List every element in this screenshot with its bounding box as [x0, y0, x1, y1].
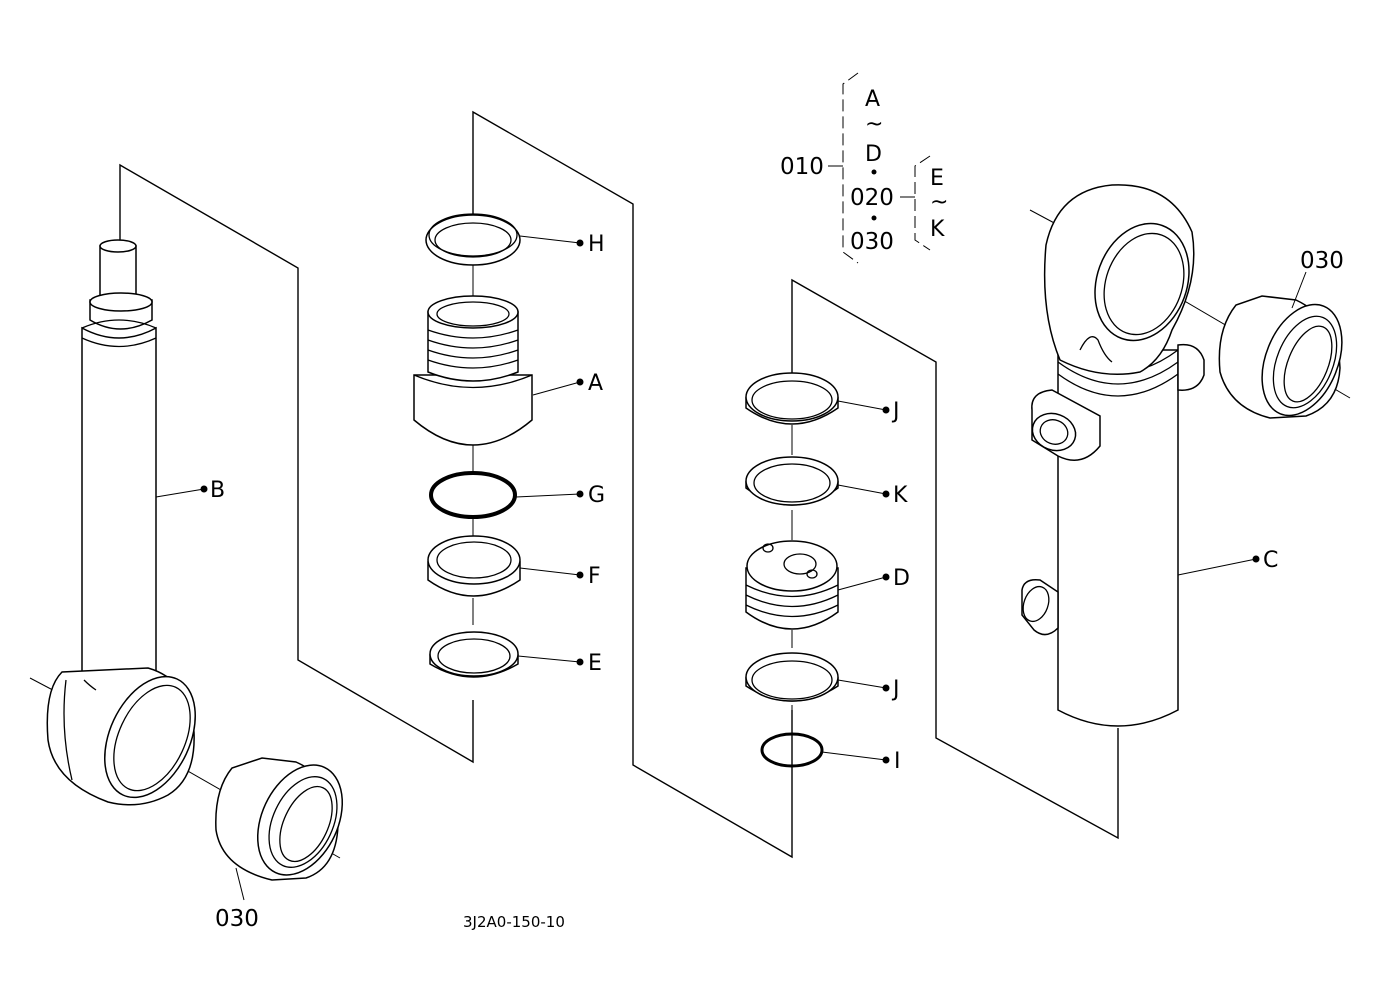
part-d-piston — [745, 540, 839, 630]
part-c-cylinder-tube — [1021, 184, 1205, 727]
legend-range-2: ~ — [930, 190, 948, 215]
legend-d: D — [865, 142, 882, 167]
label-020: 020 — [850, 185, 894, 211]
part-a-gland — [413, 295, 533, 446]
part-b-piston-rod — [46, 239, 196, 806]
label-b: B — [210, 478, 225, 503]
legend-range-1: ~ — [865, 112, 883, 137]
part-k-ring — [745, 456, 839, 506]
part-j-ring-lower — [745, 652, 839, 702]
part-f-ring — [427, 535, 521, 597]
part-j-ring-upper — [745, 372, 839, 425]
label-j-lower: J — [891, 677, 900, 702]
label-010: 010 — [780, 154, 824, 180]
label-j-upper: J — [891, 399, 900, 424]
drawing-code: 3J2A0-150-10 — [463, 913, 565, 931]
legend-a: A — [865, 87, 880, 112]
label-i: I — [894, 749, 901, 774]
label-030-lower: 030 — [215, 906, 259, 932]
label-g: G — [588, 483, 605, 508]
label-f: F — [588, 564, 601, 589]
label-030-legend: 030 — [850, 229, 894, 255]
bushing-030-lower — [215, 757, 344, 881]
label-e: E — [588, 651, 602, 676]
label-c: C — [1263, 548, 1278, 573]
assembly-legend: 010 A ~ D 020 030 E ~ K — [780, 72, 948, 264]
leader-lines — [155, 235, 1307, 901]
part-g-oring — [429, 471, 517, 519]
part-labels: H A G F E B J K D J I C 030 030 3J2A0-15… — [210, 232, 1344, 932]
part-i-oring — [760, 732, 824, 768]
label-030-upper: 030 — [1300, 248, 1344, 274]
label-d: D — [893, 566, 910, 591]
bushing-030-upper — [1218, 295, 1343, 419]
part-e-ring — [429, 631, 519, 678]
part-h-ring — [425, 213, 521, 266]
label-h: H — [588, 232, 605, 257]
legend-e: E — [930, 166, 944, 191]
label-a: A — [588, 371, 603, 396]
legend-k: K — [930, 217, 945, 242]
label-k: K — [893, 483, 908, 508]
